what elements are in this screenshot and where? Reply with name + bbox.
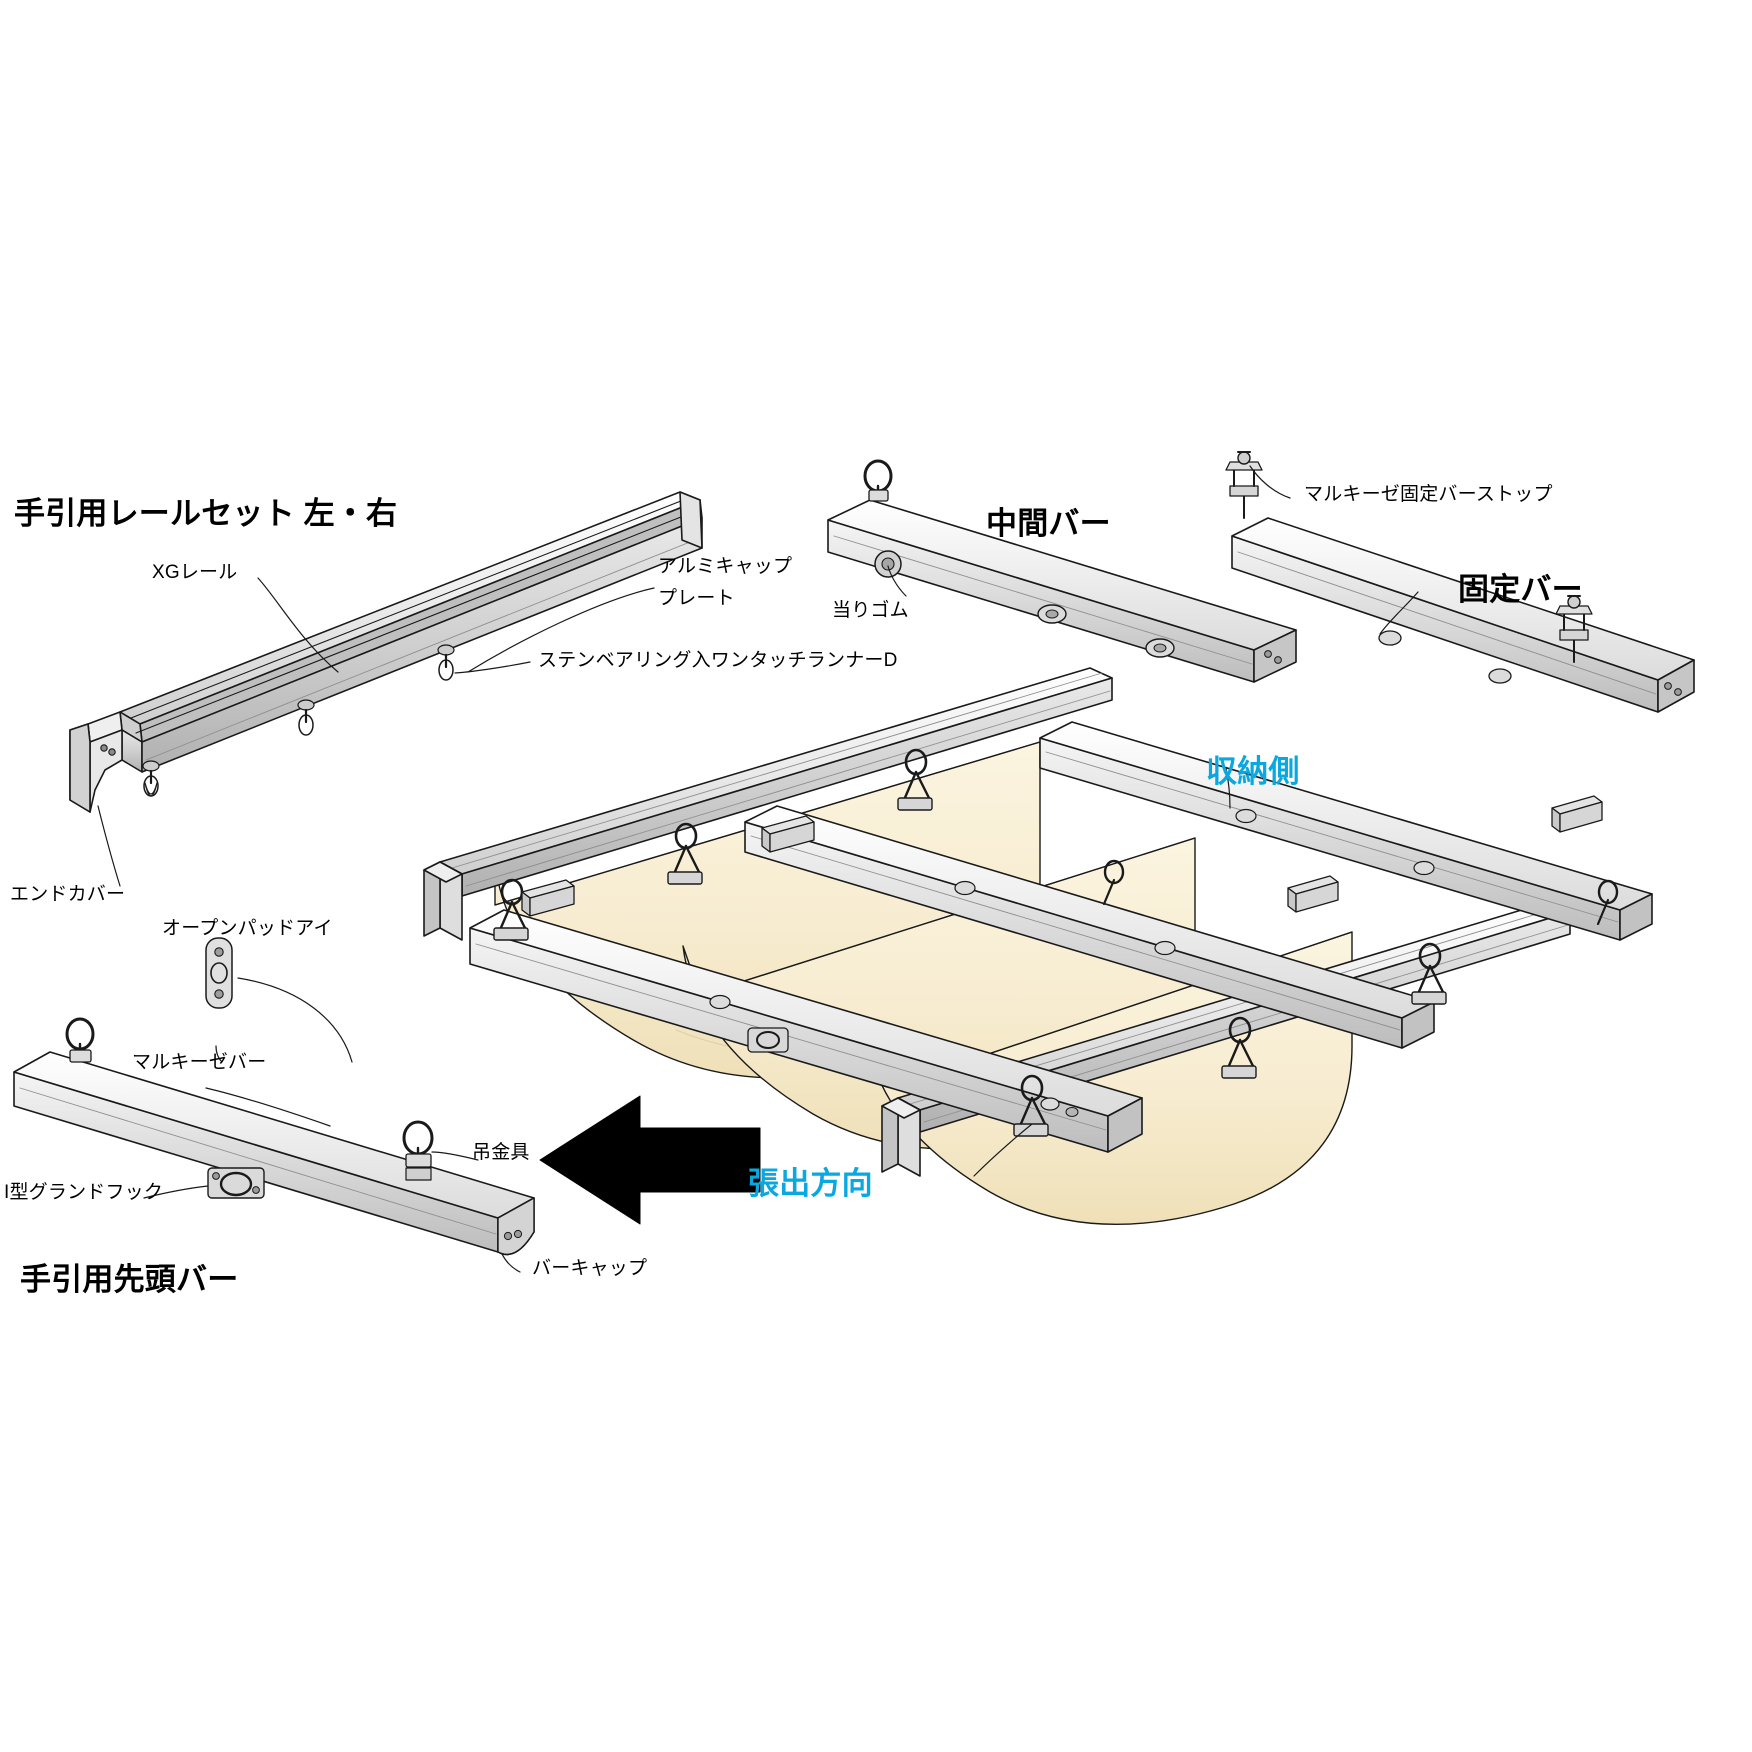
callout-open-pad-eye: オープンパッドアイ xyxy=(162,918,333,939)
hanger-brackets xyxy=(493,748,1619,1137)
callout-alumi-cap-plate-line1: アルミキャップ xyxy=(658,556,793,577)
callout-runner-d: ステンベアリング入ワンタッチランナーD xyxy=(538,650,898,671)
open-pad-eye-part xyxy=(205,937,233,1009)
callout-marquise-fixed-bar-stop: マルキーゼ固定バーストップ xyxy=(1304,484,1553,505)
fixed-bar-stop-left xyxy=(1225,451,1263,519)
cross-bar-2 xyxy=(744,805,1435,1049)
ground-hook-detail xyxy=(207,1167,265,1199)
title-rail-set: 手引用レールセット 左・右 xyxy=(14,496,398,531)
title-middle-bar: 中間バー xyxy=(986,506,1111,541)
main-rail-front xyxy=(881,901,1571,1177)
callout-alumi-cap-plate-line2: プレート xyxy=(658,588,735,609)
fixed-bar-stop-right xyxy=(1555,595,1593,663)
atari-rubber xyxy=(874,550,902,578)
cross-bar-3 xyxy=(469,909,1143,1153)
title-front-bar: 手引用先頭バー xyxy=(20,1262,239,1297)
annotation-extend-direction: 張出方向 xyxy=(748,1166,873,1201)
rail-set-assembly xyxy=(69,491,703,813)
main-rail-back xyxy=(423,667,1113,941)
awning-assembly xyxy=(423,667,1653,1225)
middle-bar-assembly xyxy=(827,459,1297,683)
callout-atari-rubber: 当りゴム xyxy=(832,600,909,621)
extend-direction-arrow xyxy=(539,1095,761,1225)
callout-hanging-bracket: 吊金具 xyxy=(472,1142,530,1163)
front-bar-detail xyxy=(13,1017,535,1256)
callout-bar-cap: バーキャップ xyxy=(532,1258,648,1279)
title-fixed-bar: 固定バー xyxy=(1458,572,1583,607)
runner-hooks xyxy=(142,644,455,797)
fixed-bar-assembly xyxy=(1225,451,1695,713)
callout-end-cover: エンドカバー xyxy=(10,884,126,905)
hanging-bracket-detail xyxy=(402,1120,434,1181)
annotation-storage-side: 収納側 xyxy=(1206,754,1300,789)
callout-i-type-ground-hook: I型グランドフック xyxy=(4,1182,164,1203)
cross-bar-1 xyxy=(1039,721,1653,941)
callout-marquise-bar: マルキーゼバー xyxy=(132,1052,267,1073)
callout-xg-rail: XGレール xyxy=(152,562,238,583)
